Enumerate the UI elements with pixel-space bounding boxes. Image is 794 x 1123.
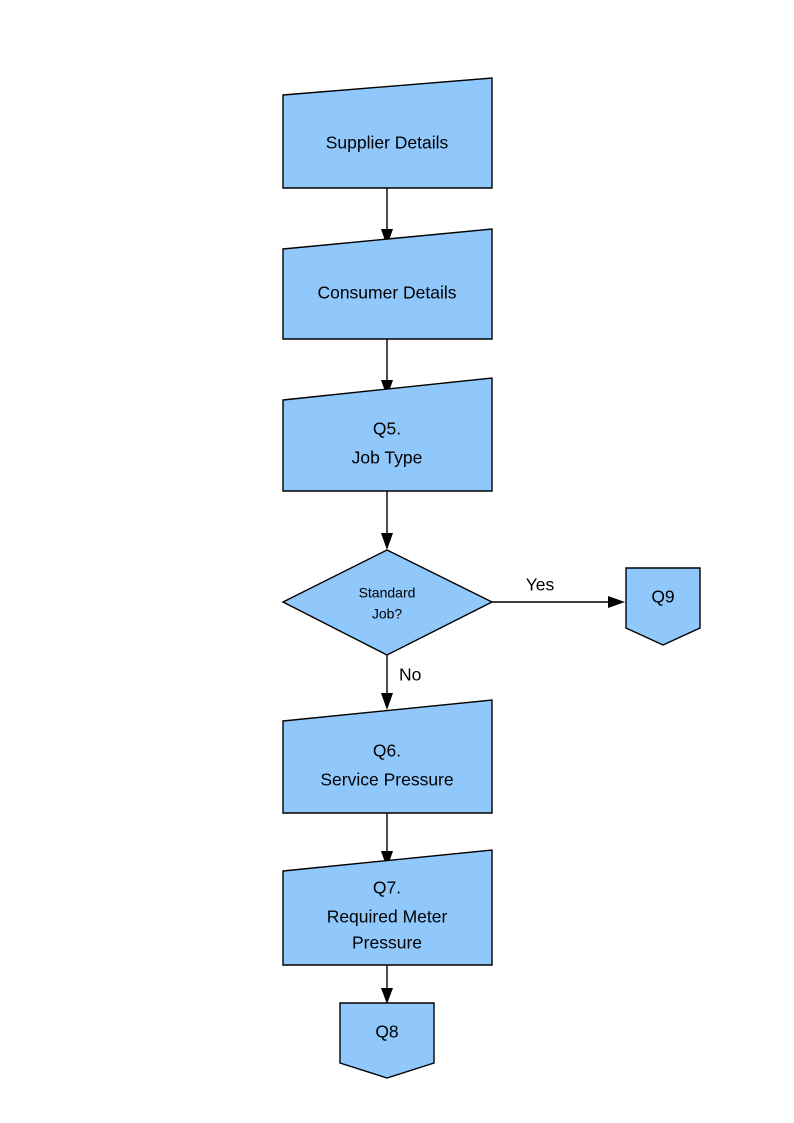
edge-decision-to-q6: No [381,655,421,710]
edge-decision-to-q9: Yes [492,575,625,608]
edge-q7-to-q8-arrowhead [381,988,393,1004]
standard-job-decision-shape [281,549,494,656]
edge-q6-to-q7-arrowhead [381,851,393,868]
q9-terminator-label: Q9 [651,587,674,607]
q9-terminator-shape [625,567,701,646]
q8-terminator-shape [339,1002,435,1079]
node-standard-job-decision[interactable]: Standard Job? [281,549,494,656]
edge-decision-to-q6-arrowhead [381,693,393,710]
node-supplier-details[interactable]: Supplier Details [282,77,493,189]
q6-service-pressure-label-line2: Service Pressure [320,770,453,790]
node-q8-terminator[interactable]: Q8 [339,1002,435,1079]
q7-required-meter-pressure-label-line3: Pressure [352,933,422,953]
consumer-details-shape [282,228,493,340]
q7-required-meter-pressure-label-line2: Required Meter [327,907,448,927]
supplier-details-label: Supplier Details [326,133,449,153]
consumer-details-label: Consumer Details [317,283,456,303]
q5-job-type-label-line2: Job Type [352,448,423,468]
edge-decision-to-q9-arrowhead [608,596,625,608]
edge-supplier-to-consumer-arrowhead [381,229,393,246]
edge-supplier-to-consumer [381,188,393,246]
q5-job-type-shape [282,377,493,492]
q7-required-meter-pressure-label-line1: Q7. [373,878,401,898]
q6-service-pressure-label-line1: Q6. [373,741,401,761]
edge-q5-to-decision-arrowhead [381,533,393,550]
node-q6-service-pressure[interactable]: Q6. Service Pressure [282,699,493,814]
standard-job-decision-label-line2: Job? [372,606,403,622]
q8-terminator-label: Q8 [375,1022,398,1042]
q5-job-type-label-line1: Q5. [373,419,401,439]
edge-q5-to-decision [381,491,393,550]
node-q7-required-meter-pressure[interactable]: Q7. Required Meter Pressure [282,849,493,966]
q6-service-pressure-shape [282,699,493,814]
edge-q6-to-q7 [381,813,393,868]
node-consumer-details[interactable]: Consumer Details [282,228,493,340]
standard-job-decision-label-line1: Standard [359,585,416,601]
edge-label-yes: Yes [526,575,555,595]
node-q5-job-type[interactable]: Q5. Job Type [282,377,493,492]
edge-q7-to-q8 [381,965,393,1004]
supplier-details-shape [282,77,493,189]
edge-label-no: No [399,665,421,685]
q7-required-meter-pressure-shape [282,849,493,966]
node-q9-terminator[interactable]: Q9 [625,567,701,646]
